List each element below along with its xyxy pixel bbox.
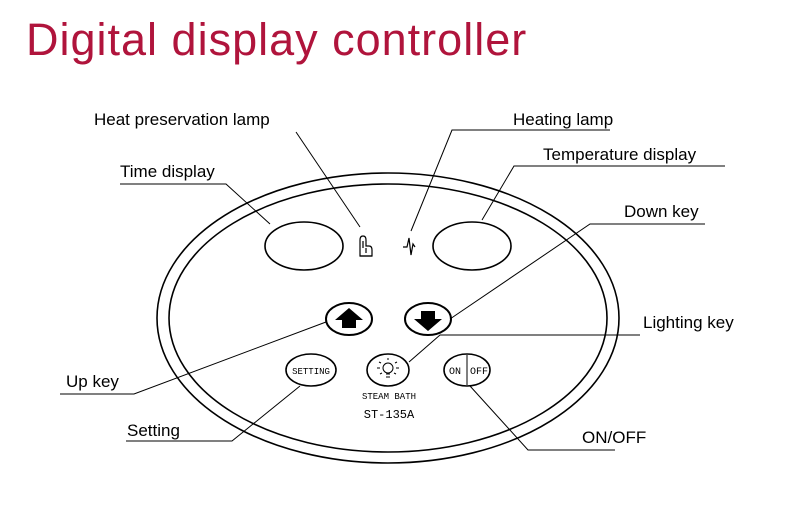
time-display <box>264 221 344 271</box>
temperature-display <box>432 221 512 271</box>
callout-time-display: Time display <box>120 162 215 181</box>
light-bulb-icon <box>377 358 399 378</box>
leader-lines <box>60 129 725 451</box>
leader-up-key <box>60 321 327 395</box>
up-key[interactable] <box>325 302 373 336</box>
on-label: ON <box>449 367 461 378</box>
page-title: Digital display controller <box>26 14 528 65</box>
leader-on-off <box>469 385 615 451</box>
lighting-key[interactable] <box>366 353 410 387</box>
leader-lighting-key <box>408 334 640 363</box>
leader-heat-preservation-lamp <box>295 131 361 228</box>
hand-icon <box>359 235 373 257</box>
leader-temperature-display <box>481 165 725 221</box>
callout-on-off: ON/OFF <box>582 428 647 447</box>
brand-label: STEAM BATH <box>362 392 416 402</box>
model-label: ST-135A <box>364 408 415 422</box>
leader-setting <box>126 385 301 442</box>
controller-outer-ring <box>156 172 620 464</box>
setting-button-label: SETTING <box>292 367 330 377</box>
callout-down-key: Down key <box>624 202 699 221</box>
down-key[interactable] <box>404 302 452 336</box>
leader-down-key <box>449 223 705 320</box>
callout-heating-lamp: Heating lamp <box>513 110 614 129</box>
on-off-button[interactable]: ON OFF <box>443 353 491 387</box>
heating-wave-icon <box>403 237 416 256</box>
arrow-down-icon <box>414 311 442 331</box>
setting-button[interactable]: SETTING <box>285 353 337 387</box>
callout-heat-preservation-lamp: Heat preservation lamp <box>94 110 270 129</box>
leader-heating-lamp <box>410 129 610 232</box>
callout-temperature-display: Temperature display <box>543 145 697 164</box>
controller-inner-ring <box>168 183 608 453</box>
leader-time-display <box>120 183 271 225</box>
arrow-up-icon <box>335 308 363 328</box>
off-label: OFF <box>470 367 488 378</box>
callout-up-key: Up key <box>66 372 119 391</box>
callout-lighting-key: Lighting key <box>643 313 734 332</box>
callout-setting: Setting <box>127 421 180 440</box>
